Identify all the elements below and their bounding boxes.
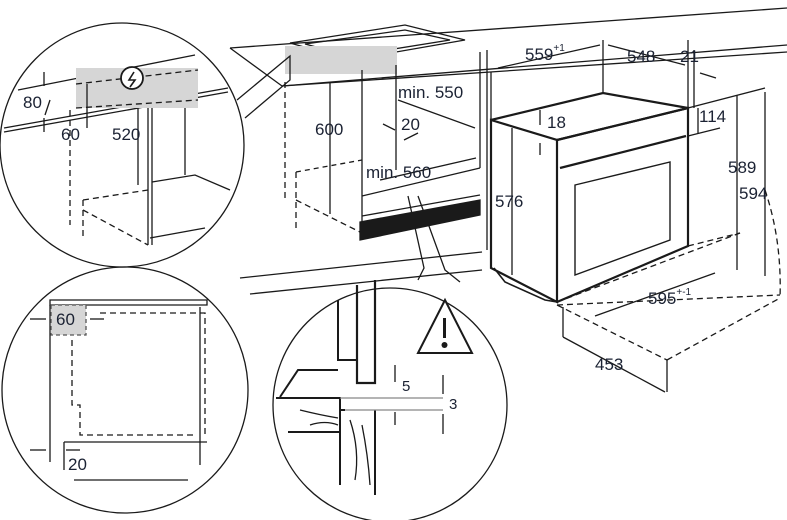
gap-top-label: 5 xyxy=(402,378,411,395)
power-height-label: 80 xyxy=(23,93,42,112)
front-offset-label: 20 xyxy=(68,455,87,474)
oven-width-label: 559+1 xyxy=(525,43,565,64)
cabinet-worktop xyxy=(229,7,787,295)
door-thickness-label: 21 xyxy=(680,47,699,66)
oven-depth-label: 548 xyxy=(627,47,656,66)
base-depth-label: 453 xyxy=(595,355,624,374)
oven-outline xyxy=(489,91,690,304)
body-height-label: 589 xyxy=(728,158,757,177)
power-zone-highlight xyxy=(285,46,397,74)
oven-width-value: 559 xyxy=(525,45,554,64)
front-width-label: 595+-1 xyxy=(648,287,692,308)
front-width-value: 595 xyxy=(648,289,677,308)
power-drop-label: 520 xyxy=(112,125,141,144)
panel-height-label: 114 xyxy=(699,107,727,126)
power-detail-circle xyxy=(0,22,245,268)
electric-bolt-icon xyxy=(120,66,144,90)
plan-detail-circle xyxy=(1,266,249,514)
cabinet-width-label: min. 560 xyxy=(366,163,432,182)
top-offset-label: 18 xyxy=(547,113,566,132)
total-height-label: 594 xyxy=(739,184,768,203)
side-clearance-label: 60 xyxy=(56,310,75,329)
oven-width-tolerance: +1 xyxy=(553,43,565,54)
cabinet-depth-label: min. 550 xyxy=(398,83,464,102)
front-width-tolerance: +-1 xyxy=(676,287,692,298)
power-offset-label: 60 xyxy=(61,125,80,144)
flush-detail-circle xyxy=(272,280,508,520)
cabinet-height-label: 600 xyxy=(315,120,344,139)
inner-height-label: 576 xyxy=(495,192,524,211)
gap-bottom-label: 3 xyxy=(449,396,458,413)
cabinet-gap-label: 20 xyxy=(401,115,420,134)
